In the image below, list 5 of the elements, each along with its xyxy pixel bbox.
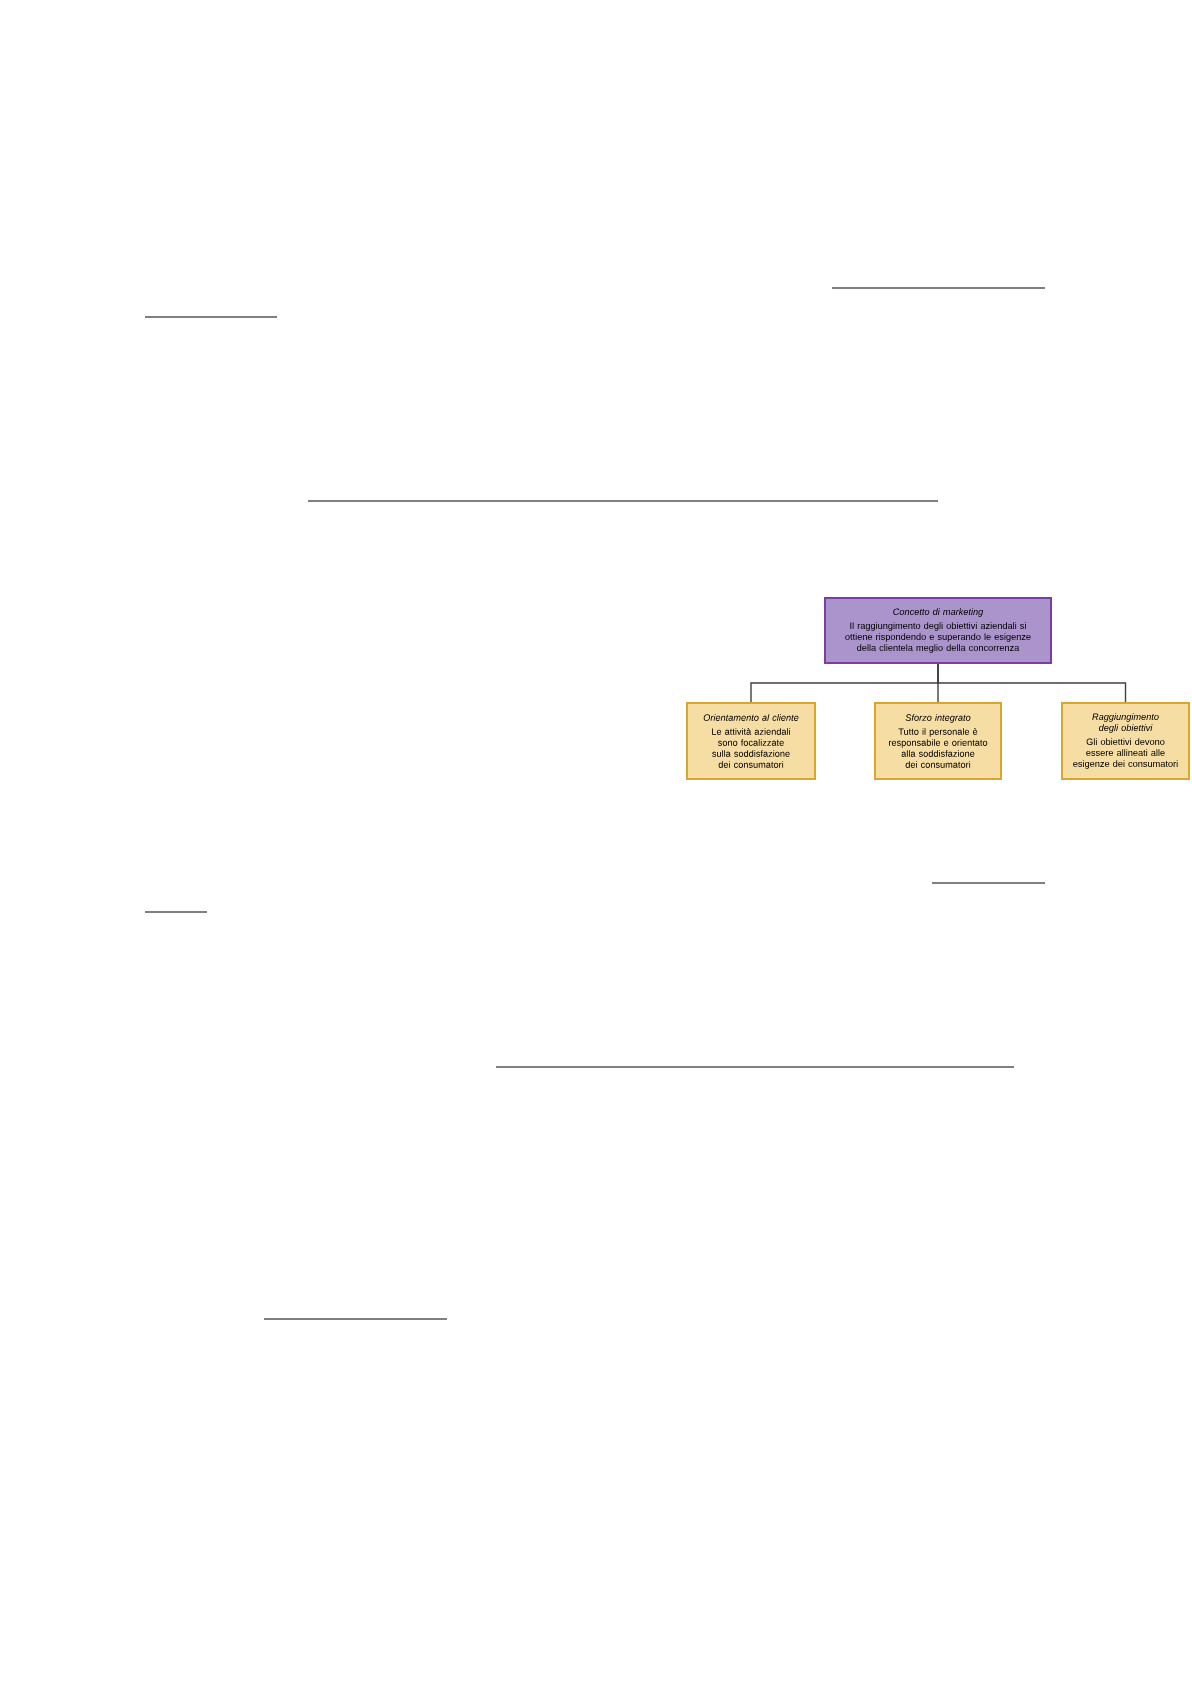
concept-box: Concetto di marketing Il raggiungimento degli obiettivi aziendali si ottiene rispondendo e superando le esigenze della clientela meglio della concorrenza	[824, 597, 1052, 664]
principle-box: Raggiungimento degli obiettivi Gli obiettivi devono essere allineati alle esigenze dei consumatori	[1061, 702, 1190, 780]
principle-box: Orientamento al cliente Le attività aziendali sono focalizzate sulla soddisfazione dei consumatori	[686, 702, 816, 780]
connector-line	[937, 663, 1127, 703]
principle-box: Sforzo integrato Tutto il personale è responsabile e orientato alla soddisfazione dei consumatori	[874, 702, 1002, 780]
